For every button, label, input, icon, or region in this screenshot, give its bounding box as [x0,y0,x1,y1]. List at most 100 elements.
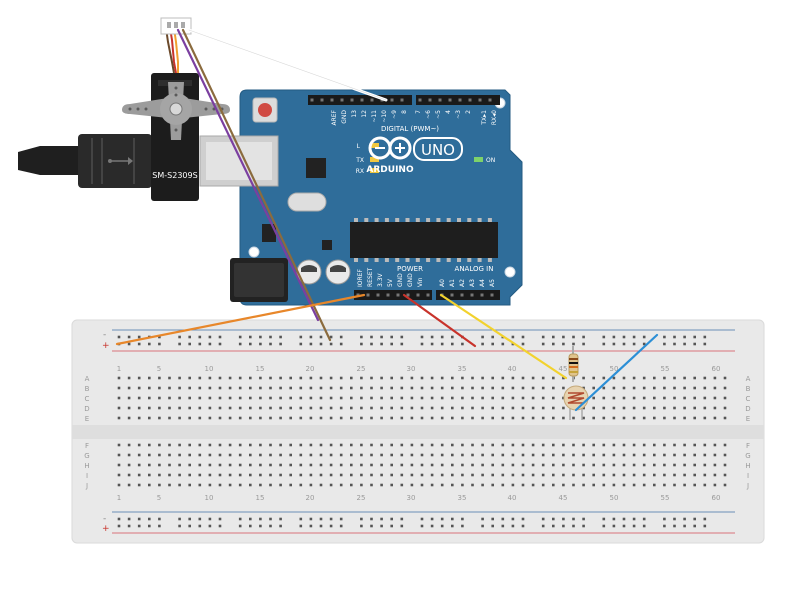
breadboard-hole[interactable] [168,473,171,477]
rail-hole[interactable] [158,342,161,346]
header-hole[interactable] [350,98,354,102]
breadboard-hole[interactable] [642,386,646,390]
breadboard-hole[interactable] [642,453,646,457]
header-hole[interactable] [310,98,314,102]
breadboard-hole[interactable] [198,483,202,487]
breadboard-hole[interactable] [683,376,686,380]
breadboard-hole[interactable] [158,406,161,410]
breadboard-hole[interactable] [521,443,525,447]
rail-hole[interactable] [632,517,636,521]
breadboard-hole[interactable] [471,416,474,420]
rail-hole[interactable] [259,342,262,346]
breadboard-hole[interactable] [390,483,393,487]
breadboard-hole[interactable] [663,473,666,477]
header-hole[interactable] [400,98,404,102]
breadboard-hole[interactable] [178,376,181,380]
rail-hole[interactable] [602,517,606,521]
rail-hole[interactable] [632,342,636,346]
header-hole[interactable] [360,98,364,102]
breadboard-hole[interactable] [289,406,292,410]
breadboard-hole[interactable] [249,386,252,390]
breadboard-hole[interactable] [531,453,535,457]
rail-hole[interactable] [430,335,434,339]
breadboard-hole[interactable] [693,463,696,467]
rail-hole[interactable] [683,335,686,339]
breadboard-hole[interactable] [693,416,696,420]
breadboard[interactable]: - + - + 1 5 10 15 20 25 30 35 40 45 50 5… [71,319,765,544]
breadboard-hole[interactable] [511,473,515,477]
breadboard-hole[interactable] [531,416,535,420]
breadboard-hole[interactable] [552,406,555,410]
breadboard-hole[interactable] [137,453,141,457]
rail-hole[interactable] [249,342,252,346]
breadboard-hole[interactable] [198,453,202,457]
breadboard-hole[interactable] [259,483,262,487]
breadboard-hole[interactable] [339,463,343,467]
breadboard-hole[interactable] [238,376,242,380]
breadboard-hole[interactable] [339,406,343,410]
breadboard-hole[interactable] [642,406,646,410]
rail-hole[interactable] [552,517,555,521]
breadboard-hole[interactable] [592,443,595,447]
rail-hole[interactable] [178,342,181,346]
breadboard-hole[interactable] [158,473,161,477]
breadboard-hole[interactable] [501,396,505,400]
breadboard-hole[interactable] [188,406,191,410]
breadboard-hole[interactable] [238,396,242,400]
breadboard-hole[interactable] [481,376,484,380]
rail-hole[interactable] [188,335,191,339]
breadboard-hole[interactable] [370,416,373,420]
breadboard-hole[interactable] [339,473,343,477]
breadboard-hole[interactable] [541,396,545,400]
breadboard-hole[interactable] [471,463,474,467]
breadboard-hole[interactable] [582,473,585,477]
breadboard-hole[interactable] [430,416,434,420]
rail-hole[interactable] [602,335,606,339]
breadboard-hole[interactable] [178,473,181,477]
rail-hole[interactable] [673,517,676,521]
rail-hole[interactable] [552,342,555,346]
breadboard-hole[interactable] [622,443,626,447]
rail-hole[interactable] [420,517,424,521]
rail-hole[interactable] [339,335,343,339]
breadboard-hole[interactable] [612,443,616,447]
breadboard-hole[interactable] [410,416,414,420]
breadboard-hole[interactable] [642,416,646,420]
rail-hole[interactable] [309,517,313,521]
breadboard-hole[interactable] [521,453,525,457]
breadboard-hole[interactable] [491,463,494,467]
rail-hole[interactable] [360,524,363,528]
breadboard-hole[interactable] [663,396,666,400]
breadboard-hole[interactable] [410,376,414,380]
wire-brown-ground[interactable] [181,28,332,342]
breadboard-hole[interactable] [511,483,515,487]
breadboard-hole[interactable] [148,386,151,390]
breadboard-hole[interactable] [663,416,666,420]
breadboard-hole[interactable] [279,463,282,467]
wire-red-gnd[interactable] [402,293,477,348]
breadboard-hole[interactable] [198,376,202,380]
breadboard-hole[interactable] [410,443,414,447]
rail-hole[interactable] [127,342,131,346]
breadboard-hole[interactable] [683,396,686,400]
wire-blue-photoresistor[interactable] [574,333,659,412]
breadboard-hole[interactable] [350,473,353,477]
breadboard-hole[interactable] [158,453,161,457]
breadboard-hole[interactable] [552,483,555,487]
breadboard-hole[interactable] [289,396,292,400]
rail-hole[interactable] [309,342,313,346]
breadboard-hole[interactable] [612,376,616,380]
rail-hole[interactable] [541,517,545,521]
breadboard-hole[interactable] [339,386,343,390]
breadboard-hole[interactable] [289,463,292,467]
breadboard-hole[interactable] [511,463,515,467]
breadboard-hole[interactable] [208,483,212,487]
breadboard-hole[interactable] [329,376,333,380]
breadboard-hole[interactable] [168,416,171,420]
breadboard-hole[interactable] [380,396,383,400]
breadboard-hole[interactable] [329,396,333,400]
breadboard-hole[interactable] [723,453,727,457]
rail-hole[interactable] [491,517,494,521]
breadboard-hole[interactable] [350,463,353,467]
breadboard-hole[interactable] [622,396,626,400]
